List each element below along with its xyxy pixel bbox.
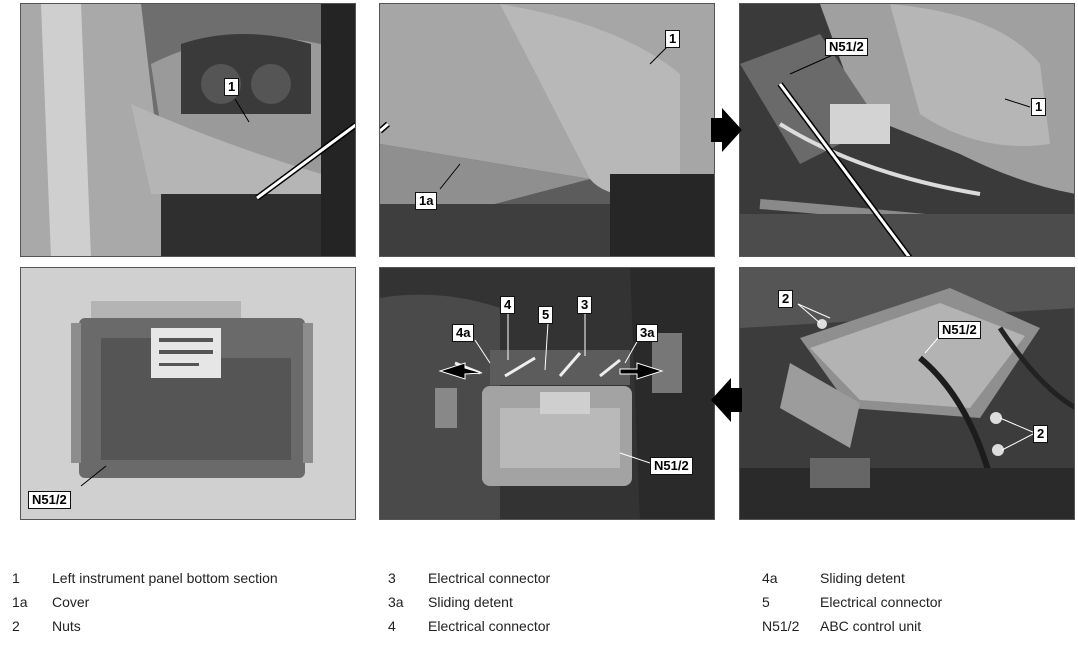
panel-6-illustration <box>740 268 1074 519</box>
arrow-right-icon <box>711 108 742 152</box>
photo-panel-2: 1 1a <box>379 3 715 257</box>
callout-2: 2 <box>778 290 794 308</box>
callout-4a: 4a <box>452 324 475 342</box>
legend-key: 3 <box>388 570 396 586</box>
legend-text: Left instrument panel bottom section <box>52 570 278 586</box>
legend: 1 Left instrument panel bottom section 1… <box>0 568 1078 648</box>
callout-3: 3 <box>577 296 593 314</box>
photo-panel-3: N51/2 1 <box>739 3 1075 257</box>
callout-n51-2: N51/2 <box>825 38 868 56</box>
callout-1a: 1a <box>415 192 438 210</box>
legend-key: 4a <box>762 570 778 586</box>
photo-panel-1: 1 <box>20 3 356 257</box>
photo-panel-6: 2 N51/2 2 <box>739 267 1075 520</box>
arrow-left-icon <box>711 378 742 422</box>
photo-panel-4: N51/2 <box>20 267 356 520</box>
panel-2-illustration <box>380 4 714 256</box>
panel-3-illustration <box>740 4 1074 256</box>
legend-key: 5 <box>762 594 770 610</box>
callout-1: 1 <box>224 78 240 96</box>
panel-1-illustration <box>21 4 355 256</box>
legend-key: N51/2 <box>762 618 800 634</box>
callout-5: 5 <box>538 306 554 324</box>
legend-key: 4 <box>388 618 396 634</box>
legend-text: Electrical connector <box>428 570 551 586</box>
legend-key: 2 <box>12 618 20 634</box>
callout-n51-2: N51/2 <box>938 321 981 339</box>
legend-key: 3a <box>388 594 404 610</box>
legend-text: Sliding detent <box>820 570 905 586</box>
legend-text: ABC control unit <box>820 618 922 634</box>
callout-n51-2: N51/2 <box>650 457 693 475</box>
callout-2: 2 <box>1033 425 1049 443</box>
legend-key: 1a <box>12 594 28 610</box>
callout-1: 1 <box>665 30 681 48</box>
legend-text: Sliding detent <box>428 594 513 610</box>
panel-4-illustration <box>21 268 355 519</box>
legend-key: 1 <box>12 570 20 586</box>
legend-text: Cover <box>52 594 90 610</box>
callout-4: 4 <box>500 296 516 314</box>
legend-text: Electrical connector <box>820 594 943 610</box>
callout-n51-2: N51/2 <box>28 491 71 509</box>
callout-1: 1 <box>1031 98 1047 116</box>
callout-3a: 3a <box>636 324 659 342</box>
photo-panel-5: 4 5 3 4a 3a N51/2 <box>379 267 715 520</box>
legend-text: Electrical connector <box>428 618 551 634</box>
legend-text: Nuts <box>52 618 81 634</box>
